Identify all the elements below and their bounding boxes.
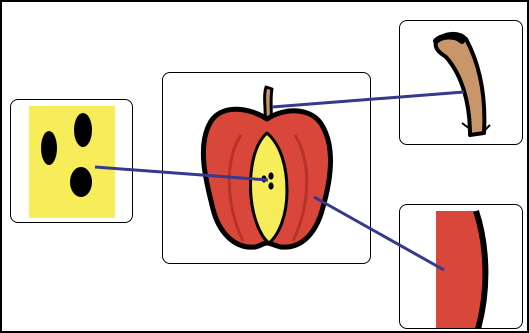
- apple-illustration: [200, 85, 333, 250]
- apple-seed-1: [261, 175, 267, 183]
- seeds-background: [29, 106, 115, 218]
- seeds-illustration: [29, 106, 115, 218]
- apple-panel: [162, 72, 371, 264]
- stem-base-left: [461, 122, 471, 130]
- seed-large-2: [74, 113, 92, 147]
- stem-panel: [399, 20, 523, 145]
- skin-illustration: [436, 210, 489, 328]
- apple-seed-3: [268, 182, 274, 190]
- skin-panel: [399, 204, 523, 329]
- seed-large-1: [41, 131, 57, 165]
- skin-closeup: [436, 211, 485, 328]
- seeds-panel: [10, 99, 133, 223]
- seed-large-3: [70, 167, 92, 197]
- apple-lobe-right: [291, 134, 309, 242]
- apple-seed-2: [268, 172, 274, 180]
- stem-tip: [433, 33, 465, 44]
- stem-illustration: [433, 32, 491, 137]
- apple-lobe-left: [227, 134, 245, 242]
- stem-closeup: [433, 32, 487, 137]
- skin-edge: [473, 210, 489, 328]
- stem-base-right: [483, 124, 491, 132]
